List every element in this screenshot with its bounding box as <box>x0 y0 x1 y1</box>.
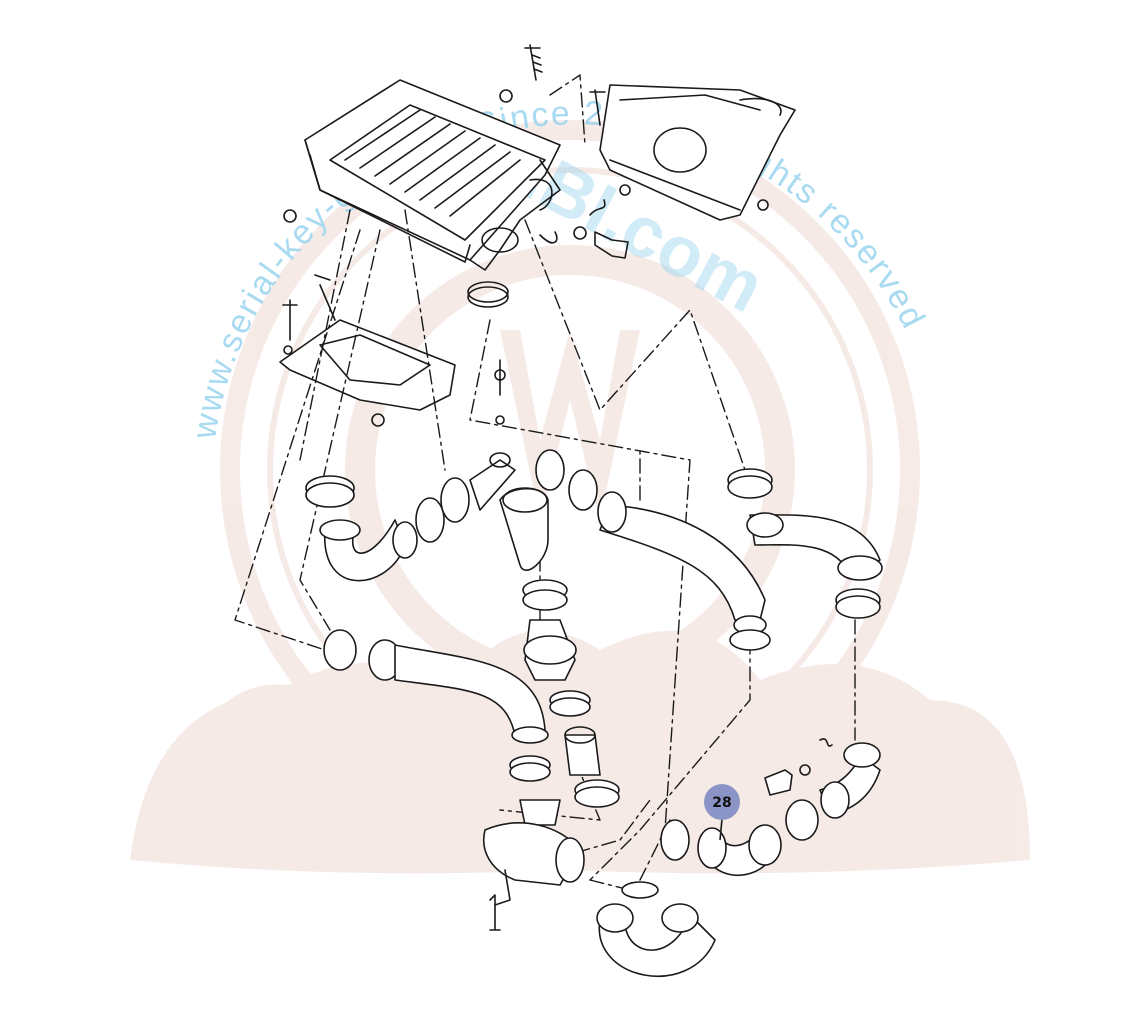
callout-28[interactable]: 28 <box>704 784 740 841</box>
intercooler <box>304 79 561 271</box>
bolts-top <box>283 44 606 223</box>
hose-28 <box>660 742 881 876</box>
boost-sensor-lower <box>764 738 833 796</box>
leader-lines <box>234 74 856 891</box>
callout-28-badge[interactable] <box>704 784 740 820</box>
callout-28-label: 28 <box>712 795 731 811</box>
hose-left-upper <box>305 452 516 582</box>
hose-middle <box>499 487 620 808</box>
hose-center-long <box>535 449 771 651</box>
upper-right-bracket <box>599 84 796 221</box>
hose-bottom-elbow <box>596 881 716 977</box>
clamp-top <box>467 281 509 308</box>
hose-lower-left <box>323 629 561 826</box>
throttle-valve <box>483 822 585 931</box>
hose-right <box>727 468 883 619</box>
boost-sensor-upper <box>573 199 629 259</box>
